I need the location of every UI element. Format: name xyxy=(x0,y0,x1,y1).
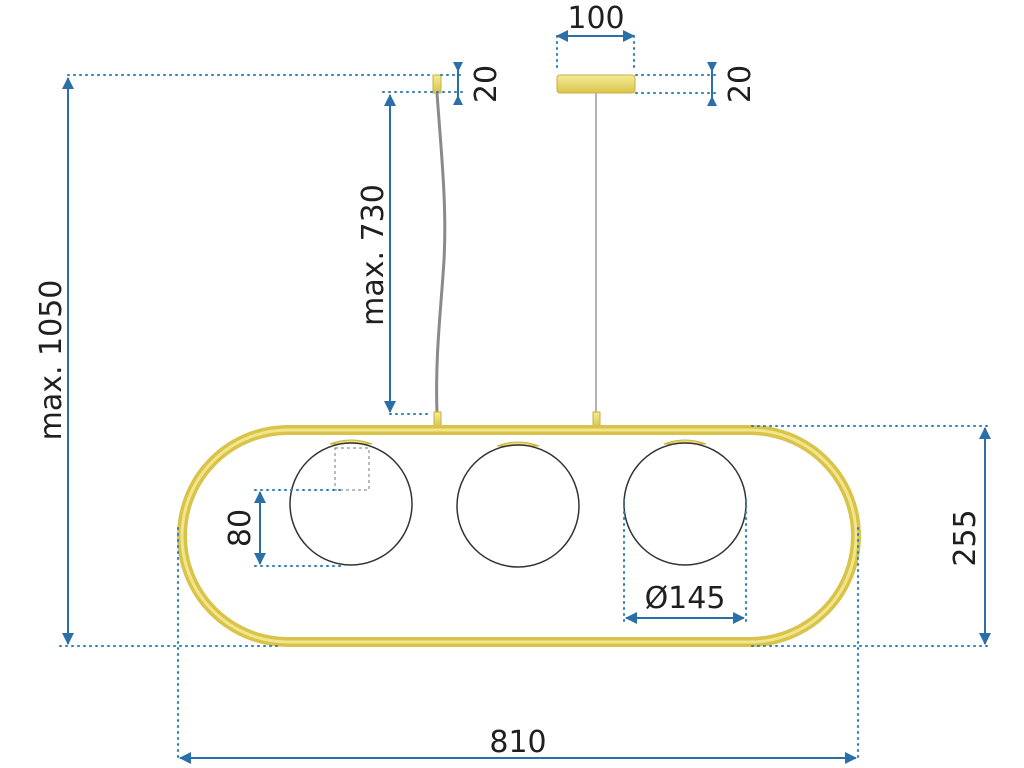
total-height-label: max. 1050 xyxy=(34,280,69,441)
socket-height-label: 80 xyxy=(223,509,258,547)
lamp-drawing xyxy=(177,74,861,647)
oval-frame-highlight xyxy=(180,428,858,644)
cable-length-label: max. 730 xyxy=(356,184,391,326)
lamp-holder-right xyxy=(663,439,707,445)
canopy-height-label: 20 xyxy=(723,65,758,103)
glass-globe-middle xyxy=(456,444,580,568)
dimension-lines xyxy=(62,30,991,764)
canopy-height-bracket xyxy=(707,62,717,106)
glass-globe-right xyxy=(623,442,747,566)
glass-globe-left xyxy=(289,442,413,566)
lamp-holder-middle xyxy=(496,441,540,447)
lamp-holder-left xyxy=(329,439,373,445)
mount-height-bracket xyxy=(453,62,463,105)
cable-mount xyxy=(432,74,442,94)
frame-width-label: 810 xyxy=(489,725,546,760)
ceiling-canopy xyxy=(556,74,636,94)
mount-height-label: 20 xyxy=(469,65,504,103)
frame-height-label: 255 xyxy=(948,509,983,566)
extension-guides xyxy=(59,35,991,761)
hidden-socket-outline xyxy=(334,447,370,491)
power-cable xyxy=(435,92,447,415)
dimension-labels: 100 20 20 max. 730 max. 1050 255 80 Ø145… xyxy=(34,1,983,760)
canopy-width-label: 100 xyxy=(567,1,624,36)
globe-diameter-label: Ø145 xyxy=(645,581,726,616)
